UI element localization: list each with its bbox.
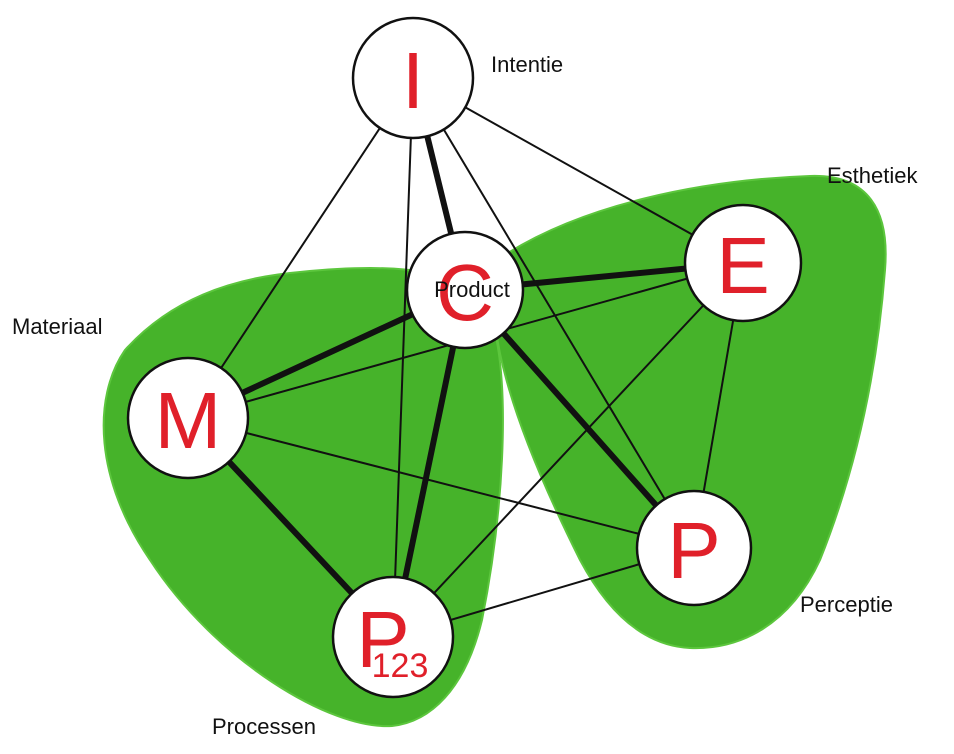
node-product-letter: C bbox=[436, 248, 494, 337]
label-intentie: Intentie bbox=[491, 52, 563, 77]
edge-intentie-esthetiek bbox=[412, 77, 744, 264]
node-processen-letter: P bbox=[356, 595, 409, 684]
node-materiaal-circle bbox=[126, 356, 250, 480]
node-intentie: I bbox=[351, 16, 475, 140]
edge-materiaal-perceptie bbox=[187, 417, 695, 549]
node-intentie-circle bbox=[351, 16, 475, 140]
node-processen-circle bbox=[331, 575, 455, 699]
node-perceptie: P bbox=[635, 489, 753, 607]
edge-processen-esthetiek bbox=[392, 262, 744, 638]
label-perceptie: Perceptie bbox=[800, 592, 893, 617]
label-esthetiek: Esthetiek bbox=[827, 163, 918, 188]
node-esthetiek: E bbox=[683, 203, 803, 323]
node-product-label: Product bbox=[434, 277, 510, 302]
node-product-circle bbox=[405, 230, 525, 350]
node-processen-subscript: 123 bbox=[372, 647, 429, 685]
node-processen: P 123 bbox=[331, 575, 455, 699]
edge-intentie-perceptie bbox=[412, 77, 695, 549]
node-product: C Product bbox=[405, 230, 525, 350]
edge-intentie-materiaal bbox=[187, 77, 414, 419]
node-materiaal: M bbox=[126, 356, 250, 480]
node-perceptie-circle bbox=[635, 489, 753, 607]
node-esthetiek-letter: E bbox=[716, 221, 769, 310]
label-processen: Processen bbox=[212, 714, 316, 739]
node-intentie-letter: I bbox=[402, 36, 424, 125]
node-materiaal-letter: M bbox=[155, 376, 222, 465]
label-materiaal: Materiaal bbox=[12, 314, 102, 339]
node-esthetiek-circle bbox=[683, 203, 803, 323]
node-perceptie-letter: P bbox=[667, 506, 720, 595]
